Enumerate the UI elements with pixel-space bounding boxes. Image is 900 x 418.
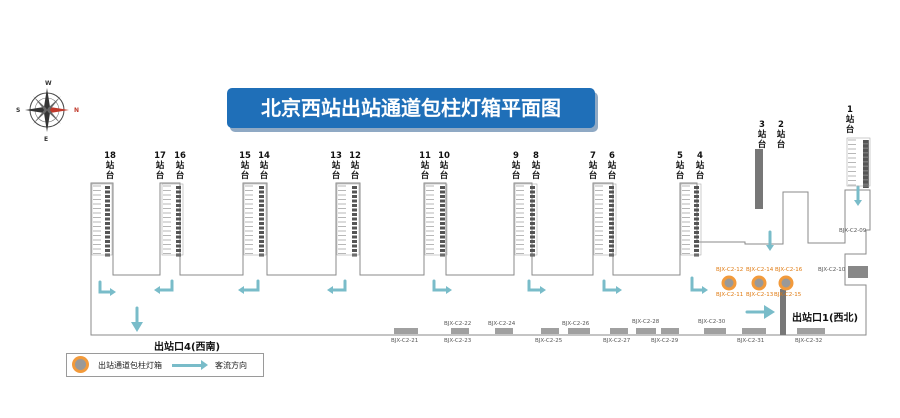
ad-code-31: BJX-C2-31 [737, 338, 765, 344]
platform-stairs [91, 137, 871, 257]
ad-code-24: BJX-C2-24 [488, 321, 516, 327]
concourse-outline [90, 182, 871, 336]
compass-icon [25, 88, 69, 132]
ad-code-22: BJX-C2-22 [444, 321, 472, 327]
lightbox-14-13 [751, 275, 767, 291]
compass-e-label: N [74, 107, 80, 114]
flow-arrows [98, 185, 860, 326]
lightbox-16-15 [778, 275, 794, 291]
lightbox-legend-icon [75, 359, 86, 370]
compass-s-label: E [44, 136, 49, 143]
lightbox-markers [721, 275, 794, 291]
ad-code-32: BJX-C2-32 [795, 338, 823, 344]
ad-code-29: BJX-C2-29 [651, 338, 679, 344]
exit-4-southwest: 出站口4(西南) [154, 342, 221, 353]
ad-code-14: BJX-C2-14 [746, 267, 774, 273]
ad-code-23: BJX-C2-23 [444, 338, 472, 344]
ad-code-16: BJX-C2-16 [775, 267, 803, 273]
ad-code-15: BJX-C2-15 [774, 292, 802, 298]
ad-code-25: BJX-C2-25 [535, 338, 563, 344]
ad-code-27: BJX-C2-27 [603, 338, 631, 344]
ad-code-21: BJX-C2-21 [391, 338, 419, 344]
ad-code-13: BJX-C2-13 [746, 292, 774, 298]
ad-code-10: BJX-C2-10 [818, 267, 846, 273]
compass-w-label: S [16, 107, 21, 114]
compass-n-label: W [45, 80, 52, 87]
ad-code-30: BJX-C2-30 [698, 319, 726, 325]
ad-code-11: BJX-C2-11 [716, 292, 744, 298]
legend-lightbox-label: 出站通道包柱灯箱 [98, 361, 162, 370]
exit-1-northwest: 出站口1(西北) [792, 313, 859, 324]
page-title: 北京西站出站通道包柱灯箱平面图 [227, 88, 595, 128]
ad-code-09: BJX-C2-09 [839, 228, 867, 234]
staircases [755, 140, 869, 335]
legend-flow-label: 客流方向 [215, 361, 247, 370]
ad-code-12: BJX-C2-12 [716, 267, 744, 273]
flow-arrow-icon [172, 360, 208, 370]
ad-code-28: BJX-C2-28 [632, 319, 660, 325]
ad-panels [394, 266, 868, 334]
map-legend: 出站通道包柱灯箱 客流方向 [66, 353, 264, 377]
flow-arrowheads [110, 200, 862, 332]
ad-code-26: BJX-C2-26 [562, 321, 590, 327]
lightbox-12-11 [721, 275, 737, 291]
